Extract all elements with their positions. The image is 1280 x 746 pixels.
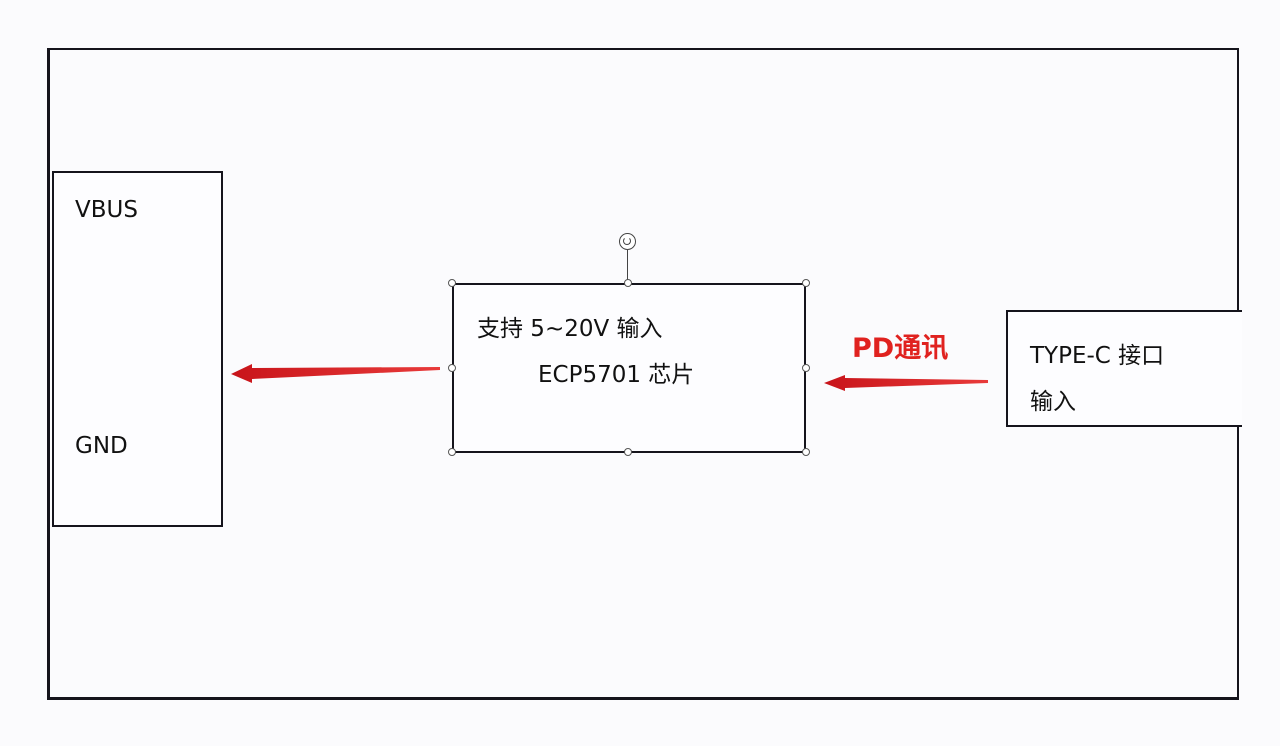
resize-handle-se[interactable] (802, 448, 810, 456)
typec-line1: TYPE-C 接口 (1030, 343, 1165, 369)
vbus-label: VBUS (75, 197, 138, 223)
chip-line1: 支持 5~20V 输入 (477, 316, 663, 342)
gnd-label: GND (75, 433, 128, 459)
arrow-typec-to-chip (824, 375, 988, 391)
resize-handle-n[interactable] (624, 279, 632, 287)
pd-communication-label: PD通讯 (852, 333, 949, 364)
chip-line2: ECP5701 芯片 (538, 362, 695, 388)
resize-handle-nw[interactable] (448, 279, 456, 287)
typec-line2: 输入 (1030, 389, 1076, 415)
typec-block[interactable] (1006, 310, 1242, 427)
rotate-handle-icon[interactable] (619, 233, 636, 250)
resize-handle-ne[interactable] (802, 279, 810, 287)
chip-block[interactable] (452, 283, 806, 453)
output-block[interactable] (52, 171, 223, 527)
arrow-chip-to-output (231, 364, 440, 383)
rotation-stem (627, 250, 628, 283)
resize-handle-e[interactable] (802, 364, 810, 372)
resize-handle-sw[interactable] (448, 448, 456, 456)
resize-handle-s[interactable] (624, 448, 632, 456)
resize-handle-w[interactable] (448, 364, 456, 372)
